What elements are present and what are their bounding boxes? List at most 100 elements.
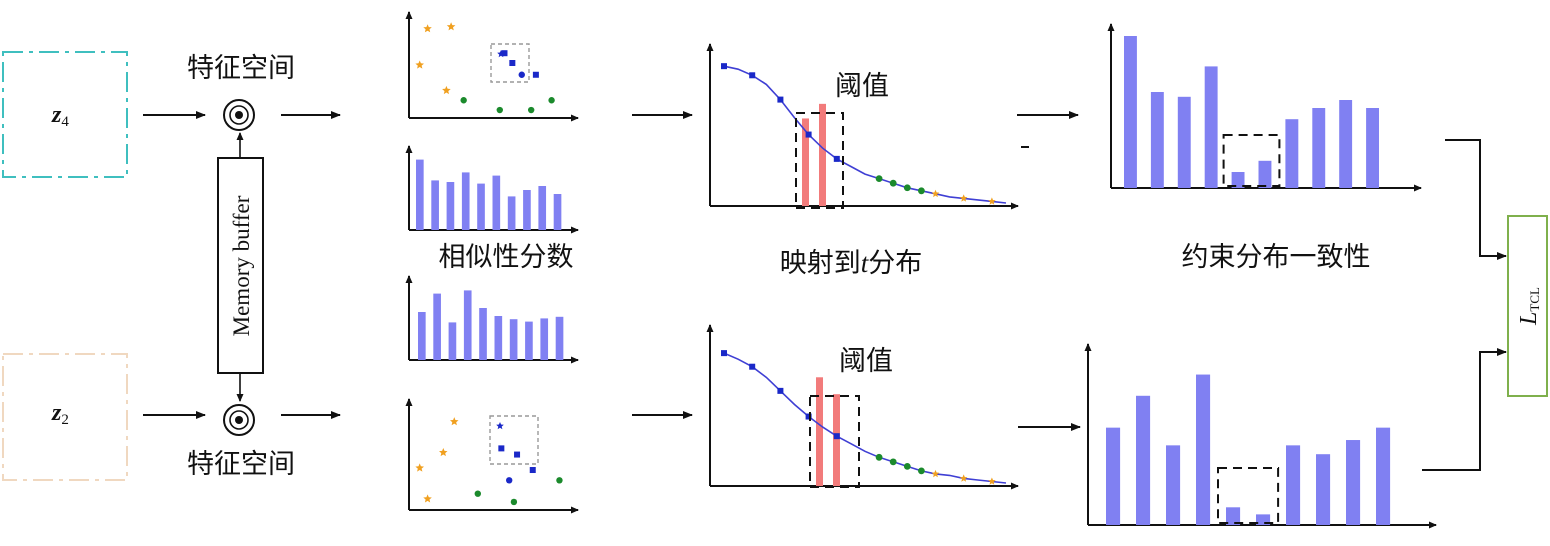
- scatter-point-dot: [518, 71, 525, 78]
- map-to-t-label: 映射到t分布: [780, 248, 923, 279]
- t-distribution-curve-top: [706, 43, 1019, 210]
- scatter-point-dot: [556, 477, 563, 484]
- curve-point-dot: [918, 187, 925, 195]
- bar: [509, 319, 518, 360]
- curve-point-square: [833, 433, 840, 440]
- curve-point-star: [959, 474, 968, 482]
- bar: [540, 318, 549, 360]
- bar: [1106, 427, 1121, 525]
- curve-point-star: [931, 189, 940, 198]
- threshold-label-bottom: 阈值: [839, 346, 893, 377]
- curve-point-dot: [875, 453, 883, 461]
- scatter-point-star: [415, 463, 424, 472]
- constrained-distribution-bottom: [1084, 343, 1437, 529]
- curve-point-square: [805, 131, 812, 138]
- similarity-bars-top: [405, 145, 579, 234]
- threshold-box: [795, 112, 844, 209]
- loss-tcl-box: [1507, 215, 1548, 397]
- bar: [418, 312, 426, 360]
- memory-buffer-box: [217, 157, 264, 374]
- constrain-consistency-label: 约束分布一致性: [1182, 242, 1371, 273]
- scatter-point-square: [498, 445, 505, 452]
- bar: [1376, 427, 1391, 525]
- curve-point-star: [988, 477, 996, 485]
- bar: [553, 194, 562, 230]
- distribution-curve: [723, 65, 1007, 204]
- feature-scatter-bottom: [405, 398, 579, 514]
- scatter-point-star: [446, 22, 456, 31]
- bar: [448, 322, 457, 360]
- bar: [1196, 374, 1211, 525]
- curve-point-square: [777, 96, 784, 103]
- bar: [1256, 514, 1271, 525]
- bar: [1150, 92, 1164, 188]
- curve-point-square: [805, 413, 812, 420]
- scatter-point-dot: [527, 106, 535, 114]
- bar: [523, 190, 531, 230]
- feature-scatter-top: [405, 11, 579, 122]
- dot-product-operator-bottom: [223, 404, 255, 436]
- threshold-box: [1222, 134, 1281, 187]
- bar: [1258, 160, 1272, 188]
- curve-point-dot: [903, 462, 911, 470]
- bar: [1136, 395, 1151, 525]
- bar: [1346, 440, 1361, 525]
- feature-space-label-bottom: 特征空间: [187, 449, 295, 480]
- highlight-bar: [802, 118, 809, 206]
- bar: [461, 172, 470, 230]
- curve-point-dot: [918, 467, 925, 475]
- bar: [1286, 445, 1301, 525]
- curve-point-square: [749, 72, 756, 79]
- curve-point-square: [833, 155, 840, 162]
- memory-buffer-label: Memory buffer: [229, 195, 254, 336]
- bar: [446, 182, 455, 230]
- bar: [1124, 36, 1137, 188]
- distribution-curve: [723, 352, 1007, 484]
- z2-label: z2: [51, 400, 69, 428]
- bar: [494, 316, 503, 360]
- bar: [1312, 108, 1326, 188]
- feature-space-label-top: 特征空间: [187, 53, 295, 84]
- similarity-bars-bottom: [405, 275, 579, 364]
- z4-label: z4: [51, 102, 69, 130]
- bar: [1285, 119, 1299, 188]
- curve-point-dot: [875, 175, 883, 183]
- scatter-point-dot: [548, 97, 555, 104]
- bar: [416, 159, 424, 230]
- bar: [555, 316, 564, 360]
- curve-point-dot: [889, 458, 897, 466]
- curve-point-dot: [903, 184, 911, 192]
- bar: [507, 196, 516, 230]
- bar: [492, 175, 501, 230]
- bar: [477, 183, 485, 230]
- bar: [431, 180, 439, 230]
- t-distribution-curve-bottom: [706, 324, 1019, 490]
- similarity-score-label: 相似性分数: [439, 242, 574, 273]
- bar: [479, 308, 487, 360]
- scatter-point-star: [415, 60, 424, 69]
- bar: [525, 321, 533, 360]
- bar: [1366, 108, 1380, 188]
- constrained-distribution-top: [1107, 23, 1422, 192]
- scatter-point-square: [529, 467, 536, 474]
- connector-top-to-loss: [1445, 139, 1507, 260]
- scatter-point-square: [514, 451, 521, 458]
- connector-bottom-to-loss: [1422, 348, 1507, 471]
- scatter-point-dot: [506, 477, 513, 484]
- scatter-point-square: [501, 50, 508, 57]
- scatter-point-dot: [460, 97, 467, 104]
- curve-point-square: [749, 363, 756, 370]
- curve-point-star: [988, 197, 996, 205]
- cluster-selection-box: [490, 43, 530, 83]
- bar: [538, 186, 547, 230]
- scatter-point-square: [509, 60, 516, 66]
- scatter-point-dot: [496, 106, 503, 114]
- threshold-box: [809, 395, 860, 488]
- bar: [1316, 454, 1331, 525]
- bar: [433, 293, 441, 360]
- threshold-box: [1217, 467, 1280, 524]
- scatter-point-star: [423, 24, 432, 33]
- curve-point-square: [721, 63, 727, 70]
- scatter-point-star: [423, 494, 432, 503]
- scatter-point-star: [496, 422, 504, 430]
